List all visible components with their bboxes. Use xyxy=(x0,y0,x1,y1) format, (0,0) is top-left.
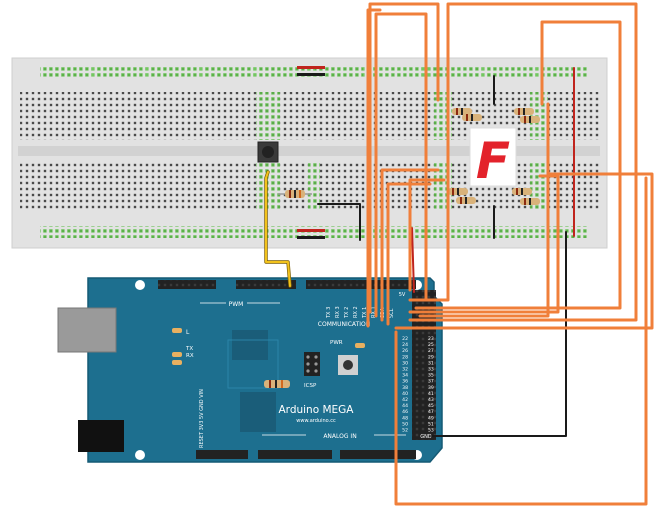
digital-pin-label: 23 xyxy=(428,336,434,342)
icsp-label: ICSP xyxy=(304,383,317,389)
usb-connector xyxy=(57,307,117,353)
resistors xyxy=(278,108,540,205)
digital-pin-label: 40 xyxy=(402,391,408,397)
reset-button xyxy=(338,355,358,375)
digital-pin-label: 33 xyxy=(428,367,434,373)
analog-in-label: ANALOG IN xyxy=(323,433,356,440)
led-l-label: L xyxy=(186,329,190,336)
comm-pin-label: RX 3 xyxy=(335,306,341,318)
pwr-label: PWR xyxy=(330,340,343,346)
comm-pin-label: RX 1 xyxy=(371,306,377,318)
digital-pin-label: 41 xyxy=(428,391,434,397)
digital-pin-label: 49 xyxy=(428,415,434,421)
board-name: Arduino MEGA xyxy=(279,404,355,416)
digital-pin-label: 22 xyxy=(402,336,408,342)
comm-pin-label: TX 3 xyxy=(326,307,332,319)
top-power-rail xyxy=(40,65,588,77)
digital-pin-label: 36 xyxy=(402,379,408,385)
icsp-header xyxy=(304,352,320,376)
center-channel xyxy=(18,146,600,156)
digital-pin-label: 37 xyxy=(428,379,434,385)
comm-pin-label: RX 2 xyxy=(353,306,359,318)
digital-pin-label: 25 xyxy=(428,342,434,348)
power-analog-header xyxy=(196,450,416,459)
push-button xyxy=(257,141,279,163)
comm-pin-label: TX 2 xyxy=(344,307,350,319)
digital-header-top xyxy=(158,280,416,289)
board-url: www.arduino.cc xyxy=(296,418,336,424)
digital-pin-label: 52 xyxy=(402,428,408,434)
digital-pin-label: 53 xyxy=(428,428,434,434)
digital-pin-label: 38 xyxy=(402,385,408,391)
black-wires xyxy=(317,75,567,437)
digital-pin-label: 26 xyxy=(402,348,408,354)
digital-header-5v-label: 5V xyxy=(399,292,406,298)
display-digit: F xyxy=(476,132,510,190)
digital-pin-label: 29 xyxy=(428,354,434,360)
rail-jumpers xyxy=(297,66,325,239)
digital-pin-label: 42 xyxy=(402,397,408,403)
digital-pin-label: 24 xyxy=(402,342,408,348)
pwm-label: PWM xyxy=(229,301,244,308)
led-tx-label: TX xyxy=(185,346,193,352)
breadboard xyxy=(11,57,608,249)
digital-pin-label: 32 xyxy=(402,367,408,373)
digital-pin-label: 48 xyxy=(402,415,408,421)
digital-pin-label: 43 xyxy=(428,397,434,403)
power-jack xyxy=(78,420,124,452)
digital-pin-label: 47 xyxy=(428,409,434,415)
digital-pin-label: 30 xyxy=(402,360,408,366)
comm-pin-label: SCL xyxy=(389,308,395,318)
digital-pin-label: 34 xyxy=(402,373,408,379)
digital-pin-label: 45 xyxy=(428,403,434,409)
resistor-button xyxy=(278,190,312,198)
digital-pin-label: 39 xyxy=(428,385,434,391)
digital-pin-label: 46 xyxy=(402,409,408,415)
seven-segment-display: F xyxy=(469,127,517,190)
comm-pin-label: TX 1 xyxy=(362,307,368,319)
digital-pin-label: 50 xyxy=(402,421,408,427)
communication-label: COMMUNICATION xyxy=(318,321,370,328)
digital-pin-label: 51 xyxy=(428,421,434,427)
digital-pin-label: 27 xyxy=(428,348,434,354)
yellow-wire xyxy=(264,170,292,288)
orange-wires xyxy=(366,2,654,506)
digital-pin-label: 31 xyxy=(428,360,434,366)
digital-pin-label: 35 xyxy=(428,373,434,379)
power-pins-label: RESET 3V3 5V GND VIN xyxy=(199,389,205,448)
digital-pin-label: 28 xyxy=(402,354,408,360)
red-wires xyxy=(411,67,575,293)
digital-header-gnd-label: GND xyxy=(420,434,432,440)
led-rx-label: RX xyxy=(186,353,194,359)
wires xyxy=(264,2,654,506)
arduino-mega-board: Arduino MEGA www.arduino.cc PWM COMMUNIC… xyxy=(57,277,443,463)
digital-pin-label: 44 xyxy=(402,403,408,409)
